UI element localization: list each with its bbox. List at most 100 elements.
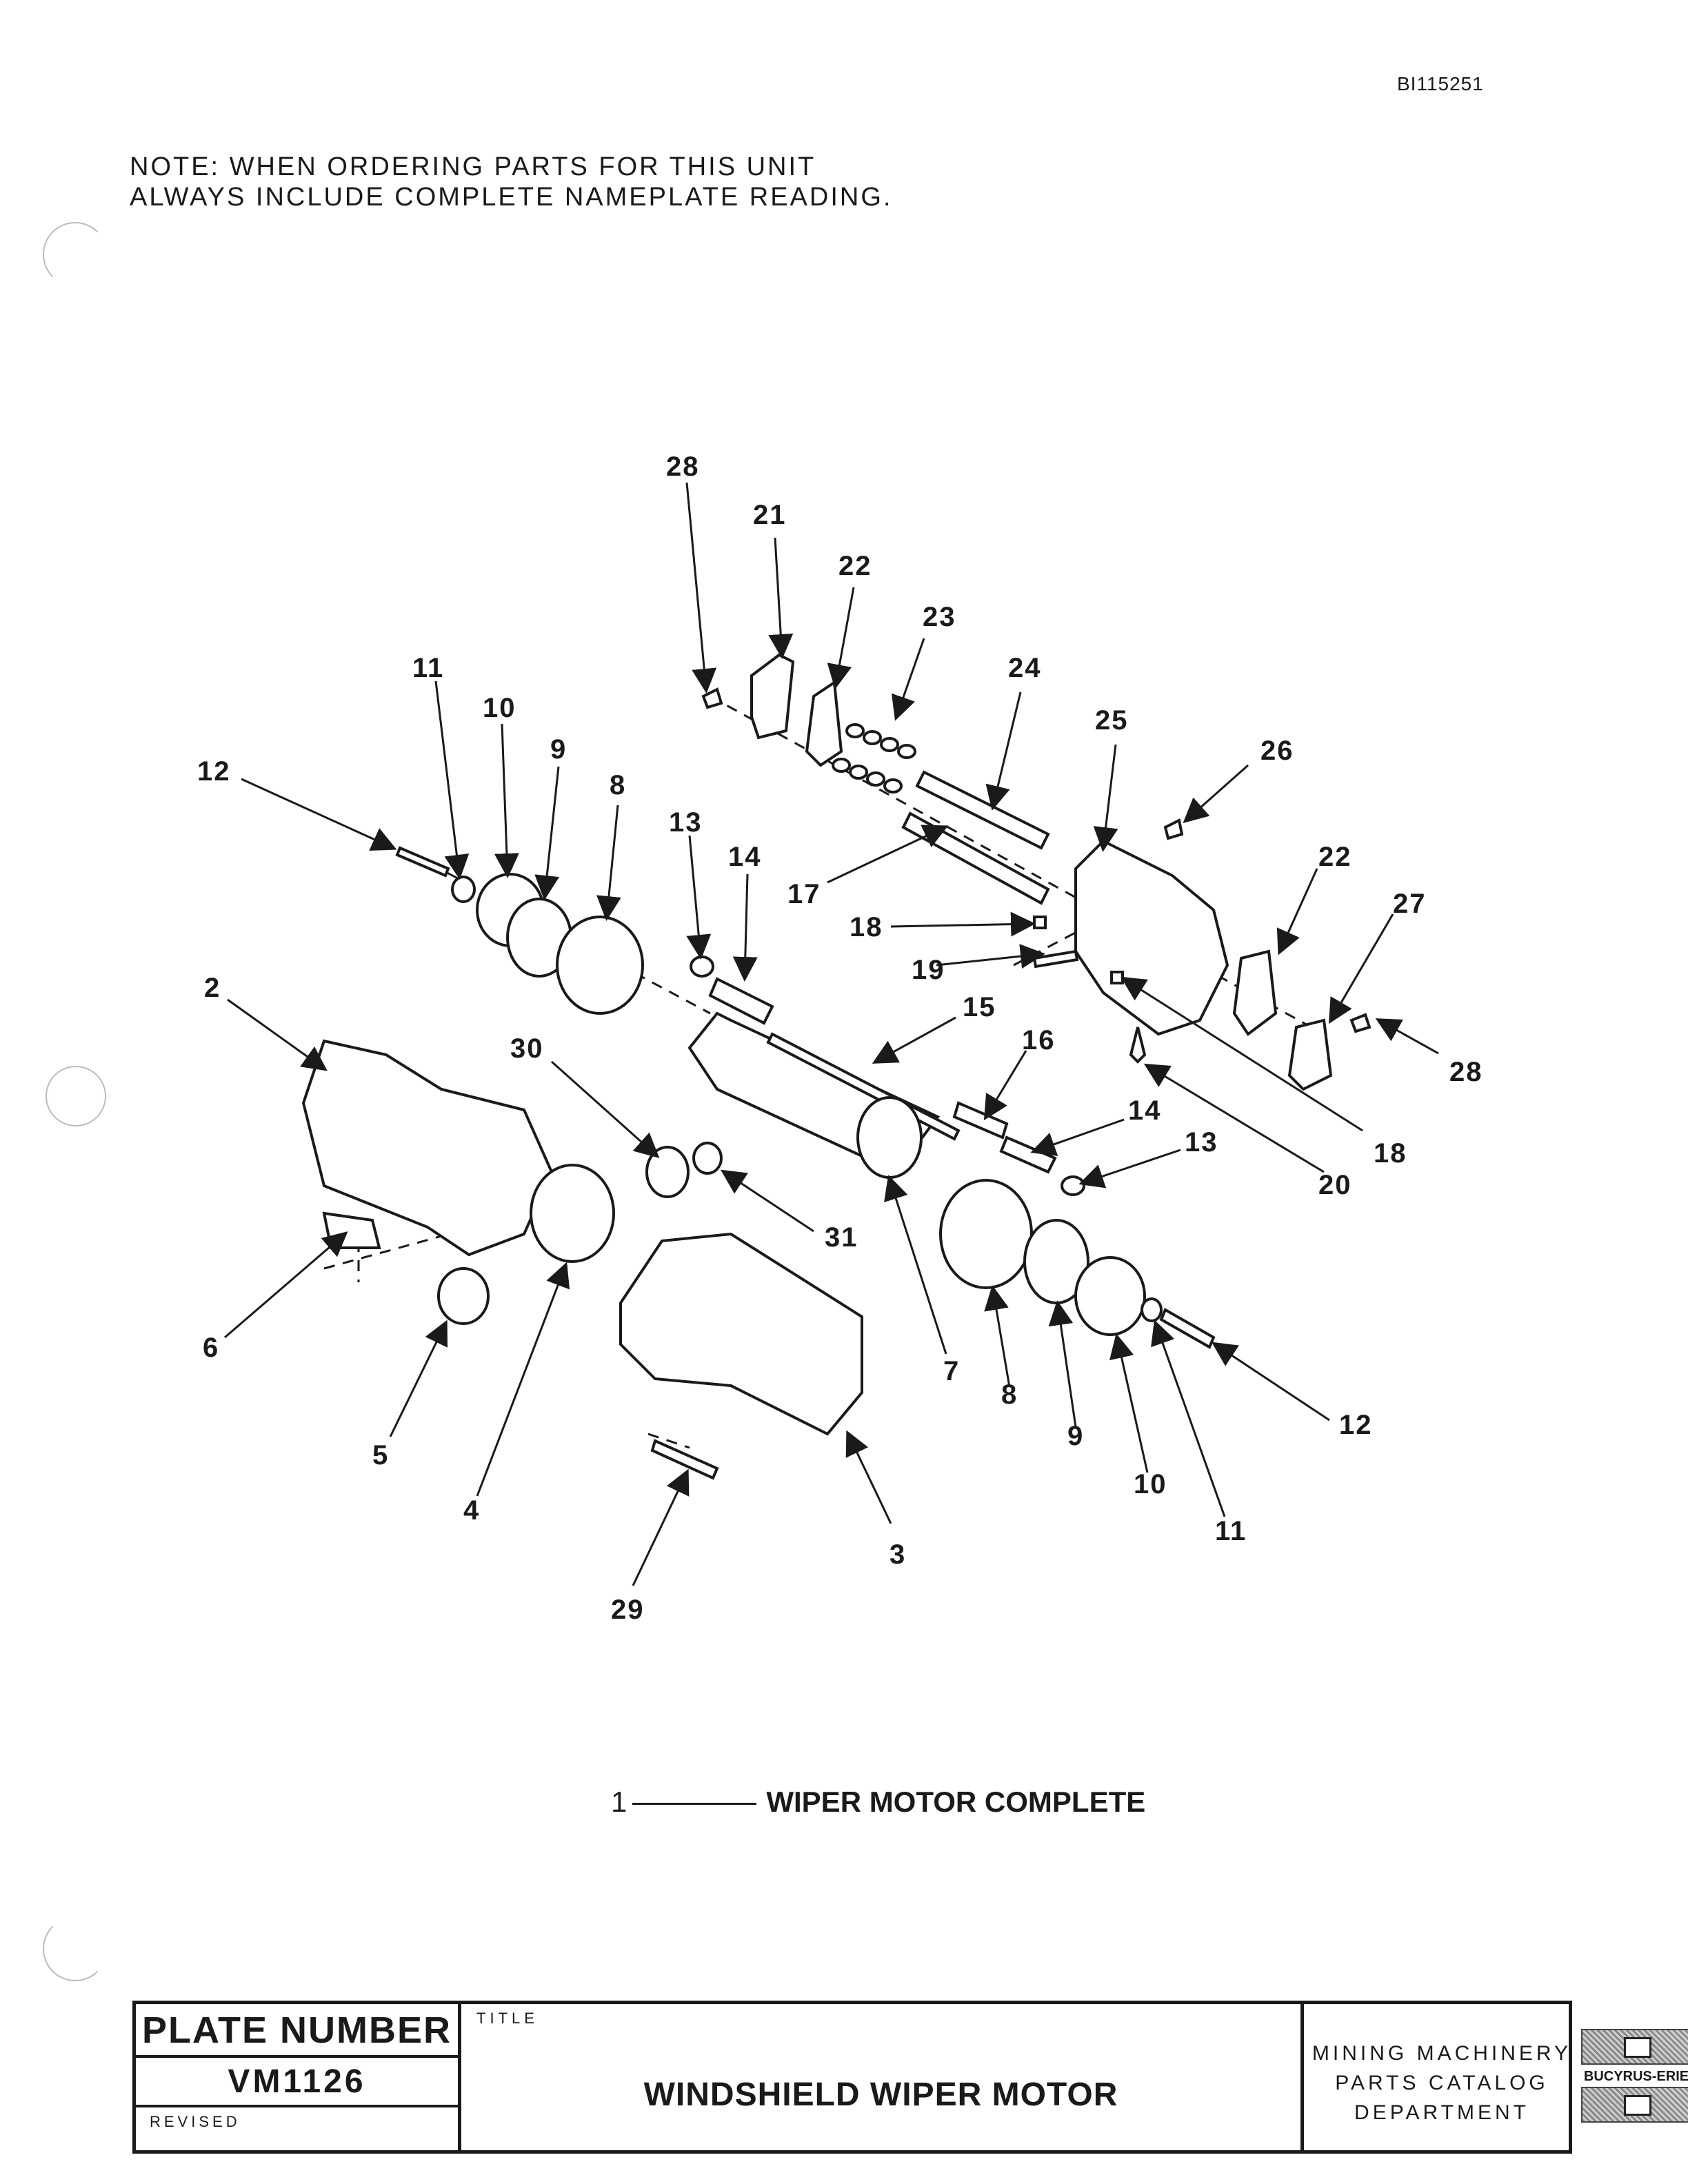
logo-band-bottom [1581, 2087, 1688, 2123]
callout-29: 29 [611, 1595, 645, 1625]
callout-28: 28 [666, 452, 700, 482]
punch-hole-middle [46, 1066, 106, 1126]
callout-25: 25 [1095, 705, 1129, 736]
title-cell: TITLE WINDSHIELD WIPER MOTOR [461, 2004, 1304, 2150]
callout-18: 18 [850, 912, 883, 942]
callout-20: 20 [1318, 1170, 1352, 1200]
part-18-nut-lower [1110, 971, 1124, 984]
callout-14-lower: 14 [1128, 1095, 1162, 1126]
part-11-washer [451, 876, 476, 903]
department-line-2: PARTS CATALOG [1335, 2072, 1549, 2094]
callout-8: 8 [610, 770, 626, 800]
title-label: TITLE [476, 2010, 539, 2027]
callout-18-lower: 18 [1374, 1138, 1407, 1169]
callout-27: 27 [1393, 889, 1427, 919]
part-30-bushing [645, 1146, 690, 1198]
logo-text: BUCYRUS-ERIE [1583, 2069, 1688, 2084]
part-12-bolt [395, 846, 450, 878]
part-21-plate [750, 653, 795, 740]
callout-22-right: 22 [1318, 842, 1352, 872]
part-5-bearing [437, 1267, 490, 1325]
callout-6: 6 [203, 1333, 219, 1363]
drawing-title: WINDSHIELD WIPER MOTOR [643, 2076, 1118, 2113]
part-12-bolt-lower [1159, 1308, 1216, 1349]
callout-10-lower: 10 [1134, 1469, 1167, 1499]
callout-12: 12 [197, 756, 231, 787]
callout-5: 5 [372, 1440, 389, 1470]
part-23-seal-rings [832, 723, 916, 793]
legend-rule [632, 1803, 757, 1806]
callout-9-lower: 9 [1067, 1421, 1084, 1451]
ordering-note: NOTE: WHEN ORDERING PARTS FOR THIS UNIT … [130, 152, 892, 212]
callout-15: 15 [963, 992, 996, 1022]
part-22-gasket-right [1232, 949, 1278, 1036]
part-25-valve-body [1074, 839, 1229, 1036]
part-18-nut [1033, 916, 1047, 929]
callout-23: 23 [923, 602, 956, 632]
callout-26: 26 [1260, 736, 1294, 766]
part-14-pin-lower [999, 1135, 1057, 1174]
part-26-screw [1163, 818, 1184, 840]
exploded-parts-diagram: 28 21 22 23 24 25 26 11 10 9 8 12 13 14 … [197, 452, 1483, 1625]
callout-22: 22 [838, 551, 872, 581]
callout-28-right: 28 [1449, 1057, 1483, 1087]
logo-band-top [1581, 2029, 1688, 2065]
callout-3: 3 [890, 1539, 906, 1570]
part-13-spring [690, 956, 714, 978]
callout-13: 13 [669, 807, 703, 838]
part-3-motor-housing [619, 1232, 863, 1436]
callout-12-lower: 12 [1339, 1410, 1373, 1440]
legend-description: WIPER MOTOR COMPLETE [766, 1786, 1146, 1818]
part-8-end-cap-lower [939, 1179, 1033, 1289]
department-text: MINING MACHINERY PARTS CATALOG DEPARTMEN… [1311, 2039, 1573, 2127]
note-line-2: ALWAYS INCLUDE COMPLETE NAMEPLATE READIN… [130, 183, 893, 212]
callout-10: 10 [483, 693, 516, 723]
part-24-shaft [915, 770, 1050, 850]
part-10-bushing-lower [1074, 1256, 1146, 1336]
department-cell: MINING MACHINERY PARTS CATALOG DEPARTMEN… [1304, 2004, 1688, 2150]
callout-numbers: 28 21 22 23 24 25 26 11 10 9 8 12 13 14 … [197, 452, 1483, 1625]
callout-16: 16 [1022, 1025, 1056, 1055]
callout-13-lower: 13 [1185, 1127, 1218, 1157]
part-6-brush [322, 1211, 381, 1249]
part-8-end-cap [556, 916, 644, 1015]
callout-24: 24 [1008, 653, 1042, 683]
callout-21: 21 [753, 500, 787, 530]
plate-number: VM1126 [136, 2058, 461, 2107]
callout-7: 7 [943, 1356, 960, 1386]
part-16-pin [952, 1101, 1009, 1140]
punch-hole-bottom [43, 1917, 108, 1981]
callout-17: 17 [787, 879, 821, 909]
legend-wiper-motor-complete: 1 WIPER MOTOR COMPLETE [611, 1786, 1145, 1819]
parts-drawings [301, 653, 1372, 1480]
revised-label: REVISED [136, 2107, 461, 2150]
part-31-washer [692, 1142, 723, 1175]
part-13-spring-lower [1061, 1175, 1085, 1196]
legend-number: 1 [611, 1786, 627, 1818]
part-29-screw [650, 1439, 719, 1480]
callout-8-lower: 8 [1001, 1379, 1018, 1410]
part-11-washer-lower [1141, 1297, 1163, 1322]
punch-hole-top [43, 222, 108, 287]
department-line-3: DEPARTMENT [1354, 2101, 1529, 2124]
callout-4: 4 [463, 1495, 480, 1526]
plate-number-label: PLATE NUMBER [136, 2004, 461, 2058]
callout-11: 11 [412, 653, 444, 683]
callout-2: 2 [204, 973, 221, 1003]
callout-31: 31 [825, 1222, 858, 1253]
callout-leaders [224, 482, 1439, 1586]
part-7-disc [856, 1096, 923, 1179]
document-id: BI115251 [1397, 73, 1484, 94]
part-4-armature [530, 1164, 615, 1263]
part-20-screw [1129, 1027, 1147, 1064]
callout-9: 9 [550, 734, 567, 765]
part-28-screw [701, 687, 723, 709]
part-28-screw-right [1349, 1013, 1372, 1033]
callout-14: 14 [728, 842, 762, 872]
note-line-1: NOTE: WHEN ORDERING PARTS FOR THIS UNIT [130, 152, 816, 181]
title-block: PLATE NUMBER VM1126 REVISED TITLE WINDSH… [132, 2001, 1688, 2154]
callout-19: 19 [912, 955, 945, 985]
part-22-gasket [805, 680, 843, 767]
callout-30: 30 [510, 1033, 544, 1064]
bucyrus-erie-logo: BUCYRUS-ERIE [1581, 2029, 1688, 2132]
